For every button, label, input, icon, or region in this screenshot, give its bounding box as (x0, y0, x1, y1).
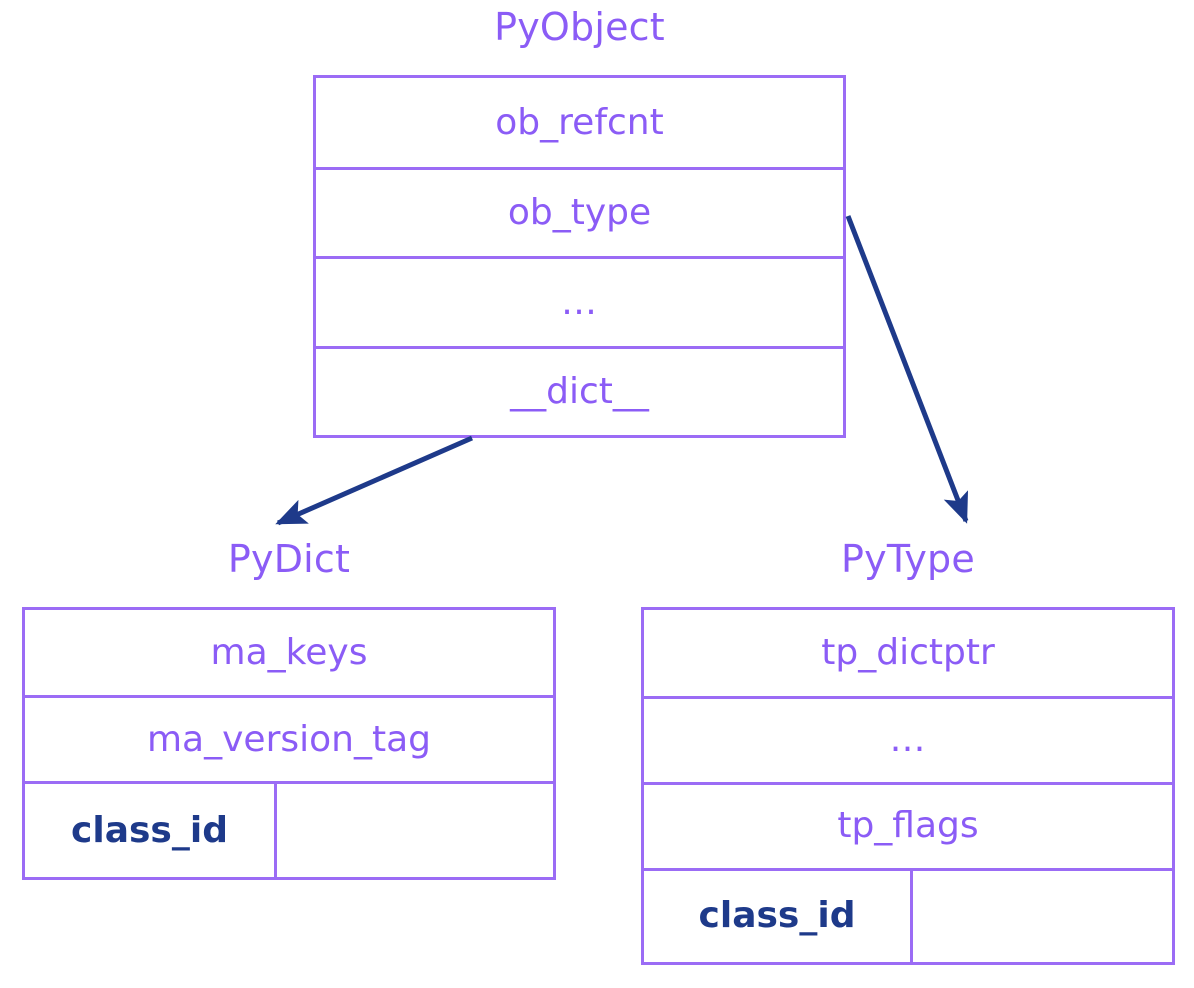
pydict-field-class_id-value-cell (277, 784, 553, 877)
pyobject-struct-box: ob_refcnt ob_type … __dict__ (313, 75, 846, 438)
pydict-struct-box: ma_keys ma_version_tag class_id (22, 607, 556, 880)
pytype-title: PyType (841, 537, 975, 581)
pyobject-field-ellipsis: … (316, 259, 843, 349)
ellipsis-glyph: … (889, 719, 927, 761)
ellipsis-glyph: … (561, 281, 598, 323)
pytype-field-ellipsis: … (644, 699, 1172, 786)
pyobject-field-ob_type: ob_type (316, 170, 843, 260)
pytype-field-class_id-row: class_id (644, 870, 1172, 962)
pydict-title: PyDict (227, 537, 351, 581)
pyobject-title: PyObject (494, 5, 665, 49)
pytype-struct-box: tp_dictptr … tp_flags class_id (641, 607, 1175, 965)
pytype-field-tp_flags: tp_flags (644, 785, 1172, 871)
pytype-field-class_id: class_id (644, 870, 913, 962)
pyobject-field-dunder-dict: __dict__ (510, 370, 649, 412)
pydict-field-ma_keys: ma_keys (25, 610, 553, 699)
pydict-field-ma_version_tag: ma_version_tag (25, 698, 553, 785)
pytype-field-class_id-value-cell (913, 871, 1172, 962)
type-pointer-arrow (845, 215, 969, 524)
dict-pointer-arrow (275, 435, 474, 526)
pydict-field-class_id-row: class_id (25, 784, 553, 877)
pytype-field-tp_dictptr: tp_dictptr (644, 610, 1172, 699)
pydict-field-class_id: class_id (25, 784, 277, 877)
pyobject-field-ob_refcnt: ob_refcnt (316, 78, 843, 171)
